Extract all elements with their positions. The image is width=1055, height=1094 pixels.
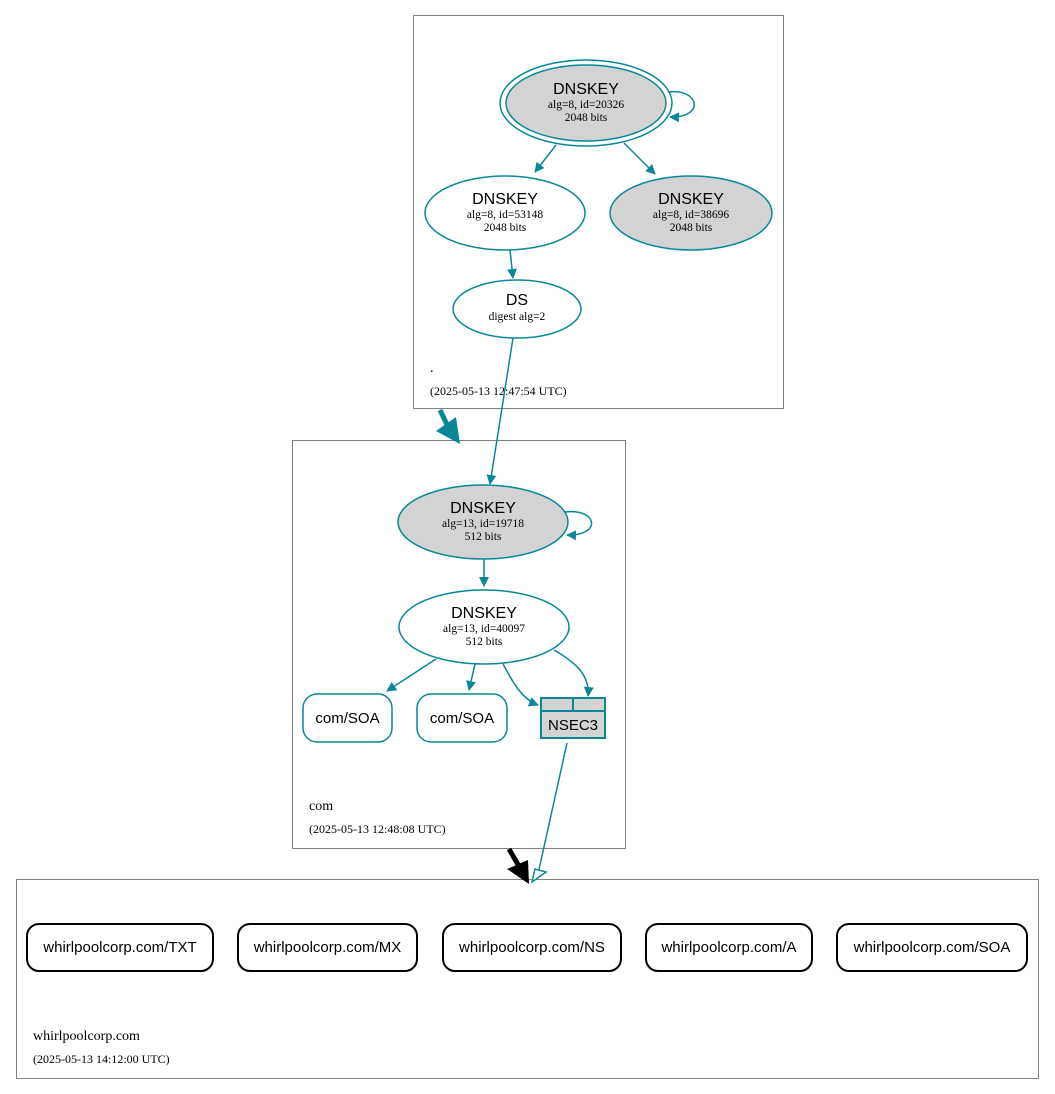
edge-com-zsk-to-soa1 <box>386 658 437 692</box>
root-ksk-bits: 2048 bits <box>565 112 608 124</box>
root-sep2-bits: 2048 bits <box>670 222 713 234</box>
root-sep2-alg: alg=8, id=38696 <box>653 209 729 221</box>
com-soa-label-1: com/SOA <box>315 710 379 727</box>
com-ksk-alg: alg=13, id=19718 <box>442 518 524 530</box>
zone-root-timestamp: (2025-05-13 12:47:54 UTC) <box>430 384 567 398</box>
com-zsk-alg: alg=13, id=40097 <box>443 623 525 635</box>
root-ds-digest: digest alg=2 <box>489 311 546 323</box>
edge-com-zsk-to-soa2 <box>466 663 476 691</box>
delegation-arrow-root-to-com <box>436 408 460 444</box>
root-zsk-title: DNSKEY <box>472 191 538 208</box>
record-mx-node[interactable]: whirlpoolcorp.com/MX <box>237 923 418 972</box>
zone-root: DNSKEY alg=8, id=20326 2048 bits DNSKEY … <box>413 15 784 409</box>
zone-domain-timestamp: (2025-05-13 14:12:00 UTC) <box>33 1052 170 1066</box>
root-sep2-node[interactable]: DNSKEY alg=8, id=38696 2048 bits <box>609 175 773 251</box>
edge-nsec3-to-domain <box>537 742 568 875</box>
record-txt-node[interactable]: whirlpoolcorp.com/TXT <box>26 923 214 972</box>
record-soa-label: whirlpoolcorp.com/SOA <box>853 939 1011 956</box>
root-ds-title: DS <box>506 292 528 309</box>
com-soa-node-2[interactable]: com/SOA <box>416 693 508 743</box>
edge-nsec3-to-domain-arrowhead <box>530 868 548 884</box>
record-a-label: whirlpoolcorp.com/A <box>660 939 796 956</box>
com-soa-label-2: com/SOA <box>430 710 494 727</box>
zone-com-name: com <box>309 799 333 814</box>
com-ksk-self-loop <box>564 510 593 541</box>
root-zsk-alg: alg=8, id=53148 <box>467 209 543 221</box>
root-zsk-node[interactable]: DNSKEY alg=8, id=53148 2048 bits <box>424 175 586 251</box>
zone-domain-border <box>16 879 1039 1079</box>
zone-com: DNSKEY alg=13, id=19718 512 bits DNSKEY … <box>292 440 626 849</box>
edge-root-ksk-to-sep2 <box>623 142 656 175</box>
root-zsk-bits: 2048 bits <box>484 222 527 234</box>
zone-com-timestamp: (2025-05-13 12:48:08 UTC) <box>309 822 446 836</box>
edge-com-zsk-to-nsec3-b <box>553 649 594 697</box>
record-a-node[interactable]: whirlpoolcorp.com/A <box>645 923 813 972</box>
record-ns-node[interactable]: whirlpoolcorp.com/NS <box>442 923 622 972</box>
edge-com-zsk-to-nsec3-a <box>502 663 539 707</box>
root-ds-node[interactable]: DS digest alg=2 <box>452 279 582 339</box>
delegation-arrow-com-to-domain <box>506 847 529 884</box>
zone-domain-name: whirlpoolcorp.com <box>33 1029 140 1044</box>
com-ksk-bits: 512 bits <box>465 531 502 543</box>
record-ns-label: whirlpoolcorp.com/NS <box>458 939 605 956</box>
com-zsk-node[interactable]: DNSKEY alg=13, id=40097 512 bits <box>398 589 570 665</box>
com-zsk-bits: 512 bits <box>466 636 503 648</box>
record-txt-label: whirlpoolcorp.com/TXT <box>42 939 196 956</box>
com-ksk-title: DNSKEY <box>450 500 516 517</box>
com-zsk-title: DNSKEY <box>451 605 517 622</box>
root-ksk-self-loop <box>667 91 695 123</box>
com-nsec3-label: NSEC3 <box>548 717 598 734</box>
record-mx-label: whirlpoolcorp.com/MX <box>253 939 402 956</box>
record-soa-node[interactable]: whirlpoolcorp.com/SOA <box>836 923 1028 972</box>
edge-root-ksk-to-zsk <box>534 144 557 173</box>
edge-root-ds-to-com-ksk <box>486 337 514 485</box>
zone-root-name: . <box>430 361 434 376</box>
zone-root-border <box>413 15 784 409</box>
root-sep2-title: DNSKEY <box>658 191 724 208</box>
root-ksk-node[interactable]: DNSKEY alg=8, id=20326 2048 bits <box>499 59 673 147</box>
com-nsec3-node[interactable]: NSEC3 <box>540 697 606 739</box>
root-ksk-title: DNSKEY <box>553 81 619 98</box>
com-ksk-node[interactable]: DNSKEY alg=13, id=19718 512 bits <box>397 484 569 560</box>
zone-domain: whirlpoolcorp.com/TXT whirlpoolcorp.com/… <box>16 879 1039 1079</box>
edge-root-zsk-to-ds <box>507 249 518 279</box>
com-soa-node-1[interactable]: com/SOA <box>302 693 393 743</box>
root-ksk-alg: alg=8, id=20326 <box>548 99 624 111</box>
